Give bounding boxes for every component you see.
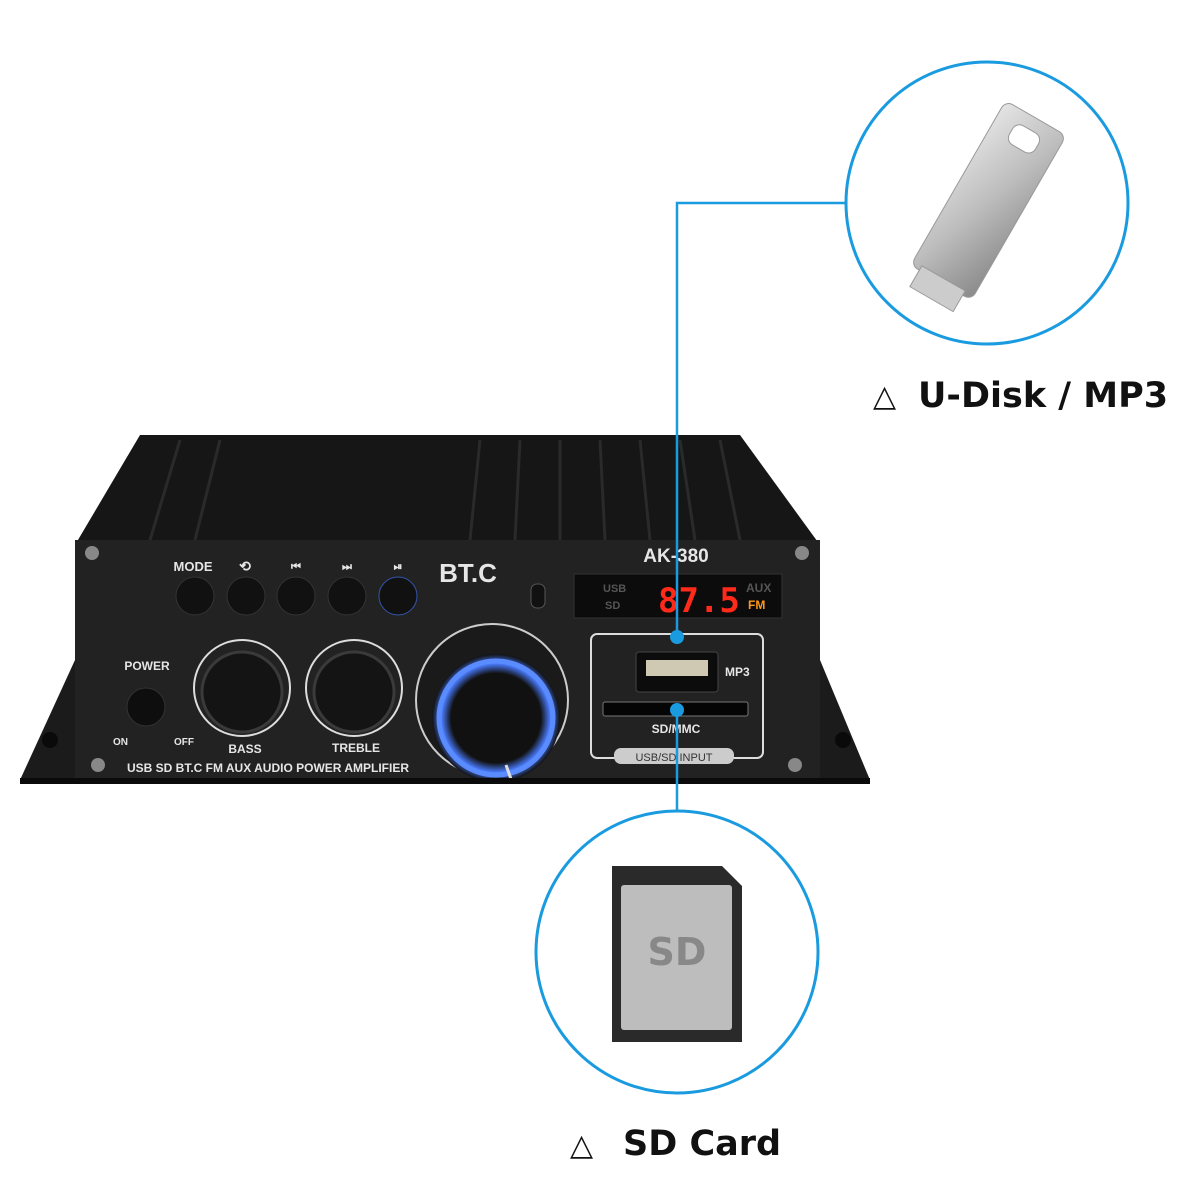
microphone: [530, 583, 546, 609]
bass-knob[interactable]: [200, 650, 284, 734]
power-off-label: OFF: [174, 737, 194, 748]
triangle-icon: △: [570, 1128, 593, 1163]
previous-track-icon: ⏮: [291, 561, 301, 573]
usb-callout-label: U-Disk / MP3: [918, 376, 1168, 416]
callout-lines: [675, 201, 846, 812]
display-aux: AUX: [746, 581, 771, 595]
footer-text: USB SD BT.C FM AUX AUDIO POWER AMPLIFIER: [127, 761, 409, 775]
repeat-button[interactable]: [226, 576, 266, 616]
sd-callout-label: SD Card: [623, 1124, 781, 1164]
treble-knob[interactable]: [312, 650, 396, 734]
display-usb: USB: [603, 583, 626, 595]
triangle-icon: △: [873, 379, 896, 414]
mp3-label: MP3: [725, 665, 750, 679]
power-on-label: ON: [113, 737, 128, 748]
display-reading: 87.5: [658, 581, 740, 621]
sd-card-image: SD: [612, 866, 742, 1042]
play-pause-icon: ⏯: [394, 561, 403, 573]
volume-knob[interactable]: [432, 654, 560, 782]
play-pause-button[interactable]: [378, 576, 418, 616]
callout-dot: [670, 703, 684, 717]
power-button[interactable]: [126, 687, 166, 727]
next-track-icon: ⏭: [342, 561, 352, 573]
treble-label: TREBLE: [332, 741, 380, 755]
repeat-icon: ⟲: [239, 558, 251, 574]
mode-button[interactable]: [175, 576, 215, 616]
usb-flash-drive-image: [909, 103, 1064, 313]
screw-icon: [85, 546, 99, 560]
previous-button[interactable]: [276, 576, 316, 616]
screw-icon: [91, 758, 105, 772]
display-fm: FM: [748, 598, 765, 612]
callout-dot: [670, 630, 684, 644]
button-label-mode: MODE: [174, 559, 213, 574]
power-label: POWER: [124, 659, 170, 673]
next-button[interactable]: [327, 576, 367, 616]
screw-icon: [788, 758, 802, 772]
amplifier: MODE ⟲ ⏮ ⏭ ⏯ BT.C AK-380 USB SD 87.5 AUX…: [20, 435, 870, 784]
bass-label: BASS: [228, 742, 261, 756]
brand-label: BT.C: [439, 558, 497, 588]
screw-icon: [795, 546, 809, 560]
display-sd: SD: [605, 600, 620, 612]
top-plate: [75, 435, 820, 545]
sd-card-text: SD: [648, 930, 707, 974]
input-caption: USB/SD INPUT: [635, 752, 712, 764]
